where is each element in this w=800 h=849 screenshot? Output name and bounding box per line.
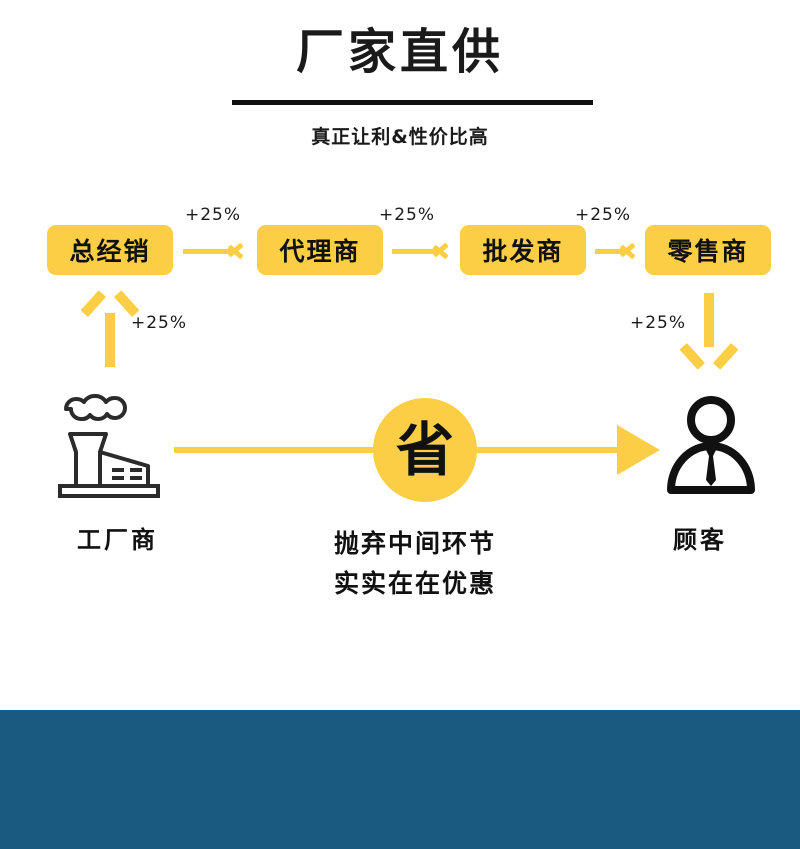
chain-node-wholesaler: 批发商	[460, 225, 586, 275]
arrow-head	[434, 242, 450, 260]
title-divider	[232, 100, 593, 105]
chain-node-label: 零售商	[667, 237, 749, 266]
save-badge-label: 省	[395, 416, 454, 484]
save-badge: 省	[373, 398, 477, 502]
direct-flow-arrow-head-icon	[617, 425, 660, 475]
markup-label-2: +25%	[379, 205, 436, 225]
flow-caption: 抛弃中间环节 实实在在优惠	[255, 524, 575, 604]
markup-label-3: +25%	[575, 205, 632, 225]
page-title: 厂家直供	[295, 24, 504, 80]
header-section: 厂家直供 真正让利&性价比高	[0, 0, 800, 180]
arrow-shaft	[595, 249, 623, 254]
customer-label: 顾客	[673, 526, 727, 554]
arrow-up-icon	[88, 295, 132, 367]
markup-label-factory-to-distributor: +25%	[131, 313, 188, 333]
distribution-chain: 总经销 代理商 批发商 零售商	[0, 225, 800, 281]
caption-line-1: 抛弃中间环节	[333, 529, 496, 558]
arrow-shaft	[392, 249, 436, 254]
caption-line-2: 实实在在优惠	[333, 569, 496, 598]
markup-label-retailer-to-customer: +25%	[630, 313, 687, 333]
bottom-banner	[0, 710, 800, 849]
arrow-shaft	[105, 313, 115, 367]
factory-label: 工厂商	[77, 526, 158, 554]
page-subtitle: 真正让利&性价比高	[311, 126, 489, 148]
chain-node-distributor: 总经销	[47, 225, 173, 275]
arrow-head	[687, 341, 731, 365]
chain-arrow-right-icon-1	[183, 242, 245, 260]
arrow-head	[229, 242, 245, 260]
chain-node-label: 总经销	[69, 237, 151, 266]
arrow-shaft	[183, 249, 231, 254]
chain-node-agent: 代理商	[257, 225, 383, 275]
factory-icon	[52, 390, 182, 502]
customer-person-icon	[663, 394, 759, 498]
arrow-down-icon	[687, 293, 731, 365]
chain-arrow-right-icon-2	[392, 242, 450, 260]
chain-node-label: 代理商	[279, 237, 361, 266]
chain-node-label: 批发商	[482, 237, 564, 266]
arrow-head	[621, 242, 637, 260]
markup-label-1: +25%	[185, 205, 242, 225]
chain-arrow-right-icon-3	[595, 242, 637, 260]
arrow-shaft	[704, 293, 714, 347]
chain-node-retailer: 零售商	[645, 225, 771, 275]
